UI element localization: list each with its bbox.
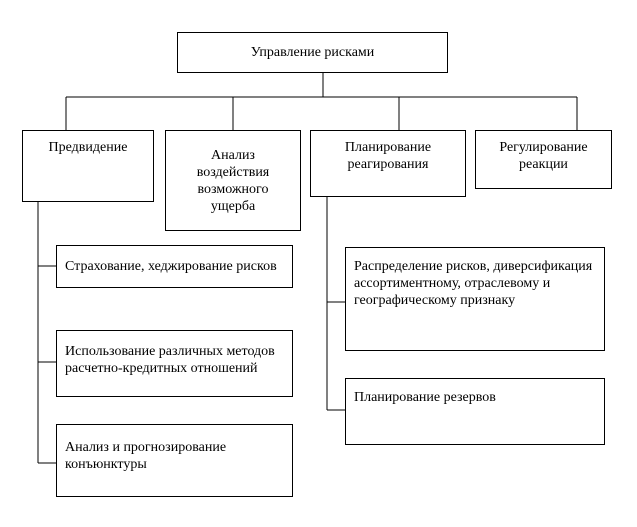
foresight-item-box: Использование различных методов расчетно…	[56, 330, 293, 397]
category-response-regulation-label: Регулирование реакции	[499, 140, 588, 172]
root-box: Управление рисками	[177, 32, 448, 73]
planning-item-label: Планирование резервов	[354, 390, 496, 405]
category-response-planning-label: Планирование реагирования	[344, 140, 432, 172]
category-foresight-label: Предвидение	[48, 140, 128, 155]
planning-item-box: Планирование резервов	[345, 378, 605, 445]
category-response-planning-box: Планирование реагирования	[310, 130, 466, 197]
foresight-item-box: Страхование, хеджирование рисков	[56, 245, 293, 288]
category-impact-analysis-box: Анализ воздействия возможного ущерба	[165, 130, 301, 231]
foresight-item-label: Страхование, хеджирование рисков	[65, 259, 277, 274]
category-impact-analysis-label: Анализ воздействия возможного ущерба	[196, 147, 270, 214]
planning-item-box: Распределение рисков, диверсификация асс…	[345, 247, 605, 351]
category-foresight-box: Предвидение	[22, 130, 154, 202]
root-label: Управление рисками	[250, 45, 375, 60]
planning-item-label: Распределение рисков, диверсификация асс…	[354, 259, 593, 308]
foresight-item-label: Анализ и прогнозирование конъюнктуры	[65, 440, 227, 472]
category-response-regulation-box: Регулирование реакции	[475, 130, 612, 189]
foresight-item-label: Использование различных методов расчетно…	[65, 344, 275, 376]
foresight-item-box: Анализ и прогнозирование конъюнктуры	[56, 424, 293, 497]
